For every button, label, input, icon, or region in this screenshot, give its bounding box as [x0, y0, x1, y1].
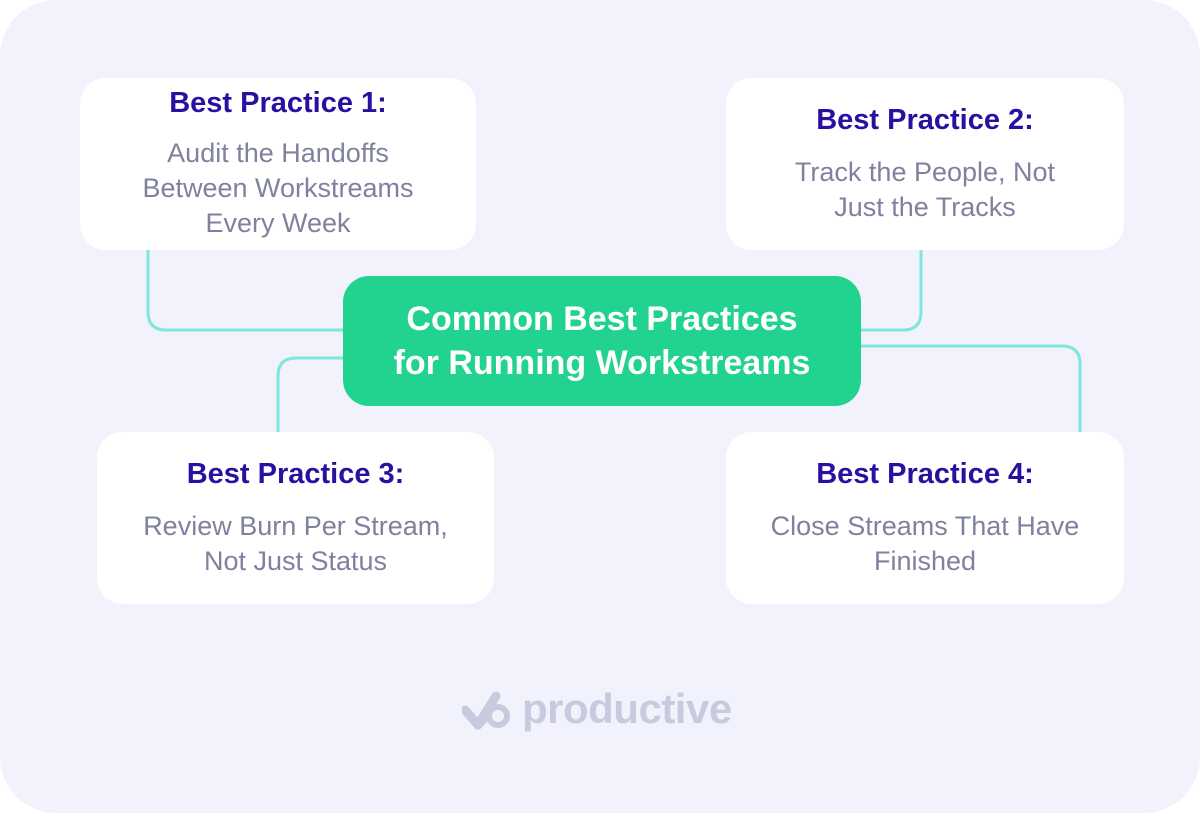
practice-1-title: Best Practice 1: — [169, 87, 387, 119]
practice-card-2: Best Practice 2: Track the People, Not J… — [726, 78, 1124, 250]
practice-3-title: Best Practice 3: — [186, 458, 405, 490]
central-topic: Common Best Practices for Running Workst… — [343, 276, 861, 406]
practice-card-1: Best Practice 1: Audit the Handoffs Betw… — [80, 78, 476, 250]
practice-card-3: Best Practice 3: Review Burn Per Stream,… — [97, 432, 494, 604]
practice-2-title: Best Practice 2: — [816, 104, 1034, 136]
connector-1 — [146, 248, 345, 332]
practice-1-text: Audit the Handoffs Between Workstreams E… — [142, 138, 414, 238]
connector-2 — [859, 248, 923, 332]
practice-2-text: Track the People, Not Just the Tracks — [794, 157, 1056, 222]
practice-4-text: Close Streams That Have Finished — [770, 511, 1080, 576]
connector-4 — [859, 344, 1082, 434]
productive-logo: productive — [462, 684, 732, 734]
connector-3 — [276, 356, 345, 434]
practice-card-4: Best Practice 4: Close Streams That Have… — [726, 432, 1124, 604]
productive-logo-icon — [462, 691, 510, 730]
practice-3-text: Review Burn Per Stream, Not Just Status — [143, 511, 448, 576]
logo-text: productive — [522, 685, 732, 732]
practice-4-title: Best Practice 4: — [816, 458, 1034, 490]
